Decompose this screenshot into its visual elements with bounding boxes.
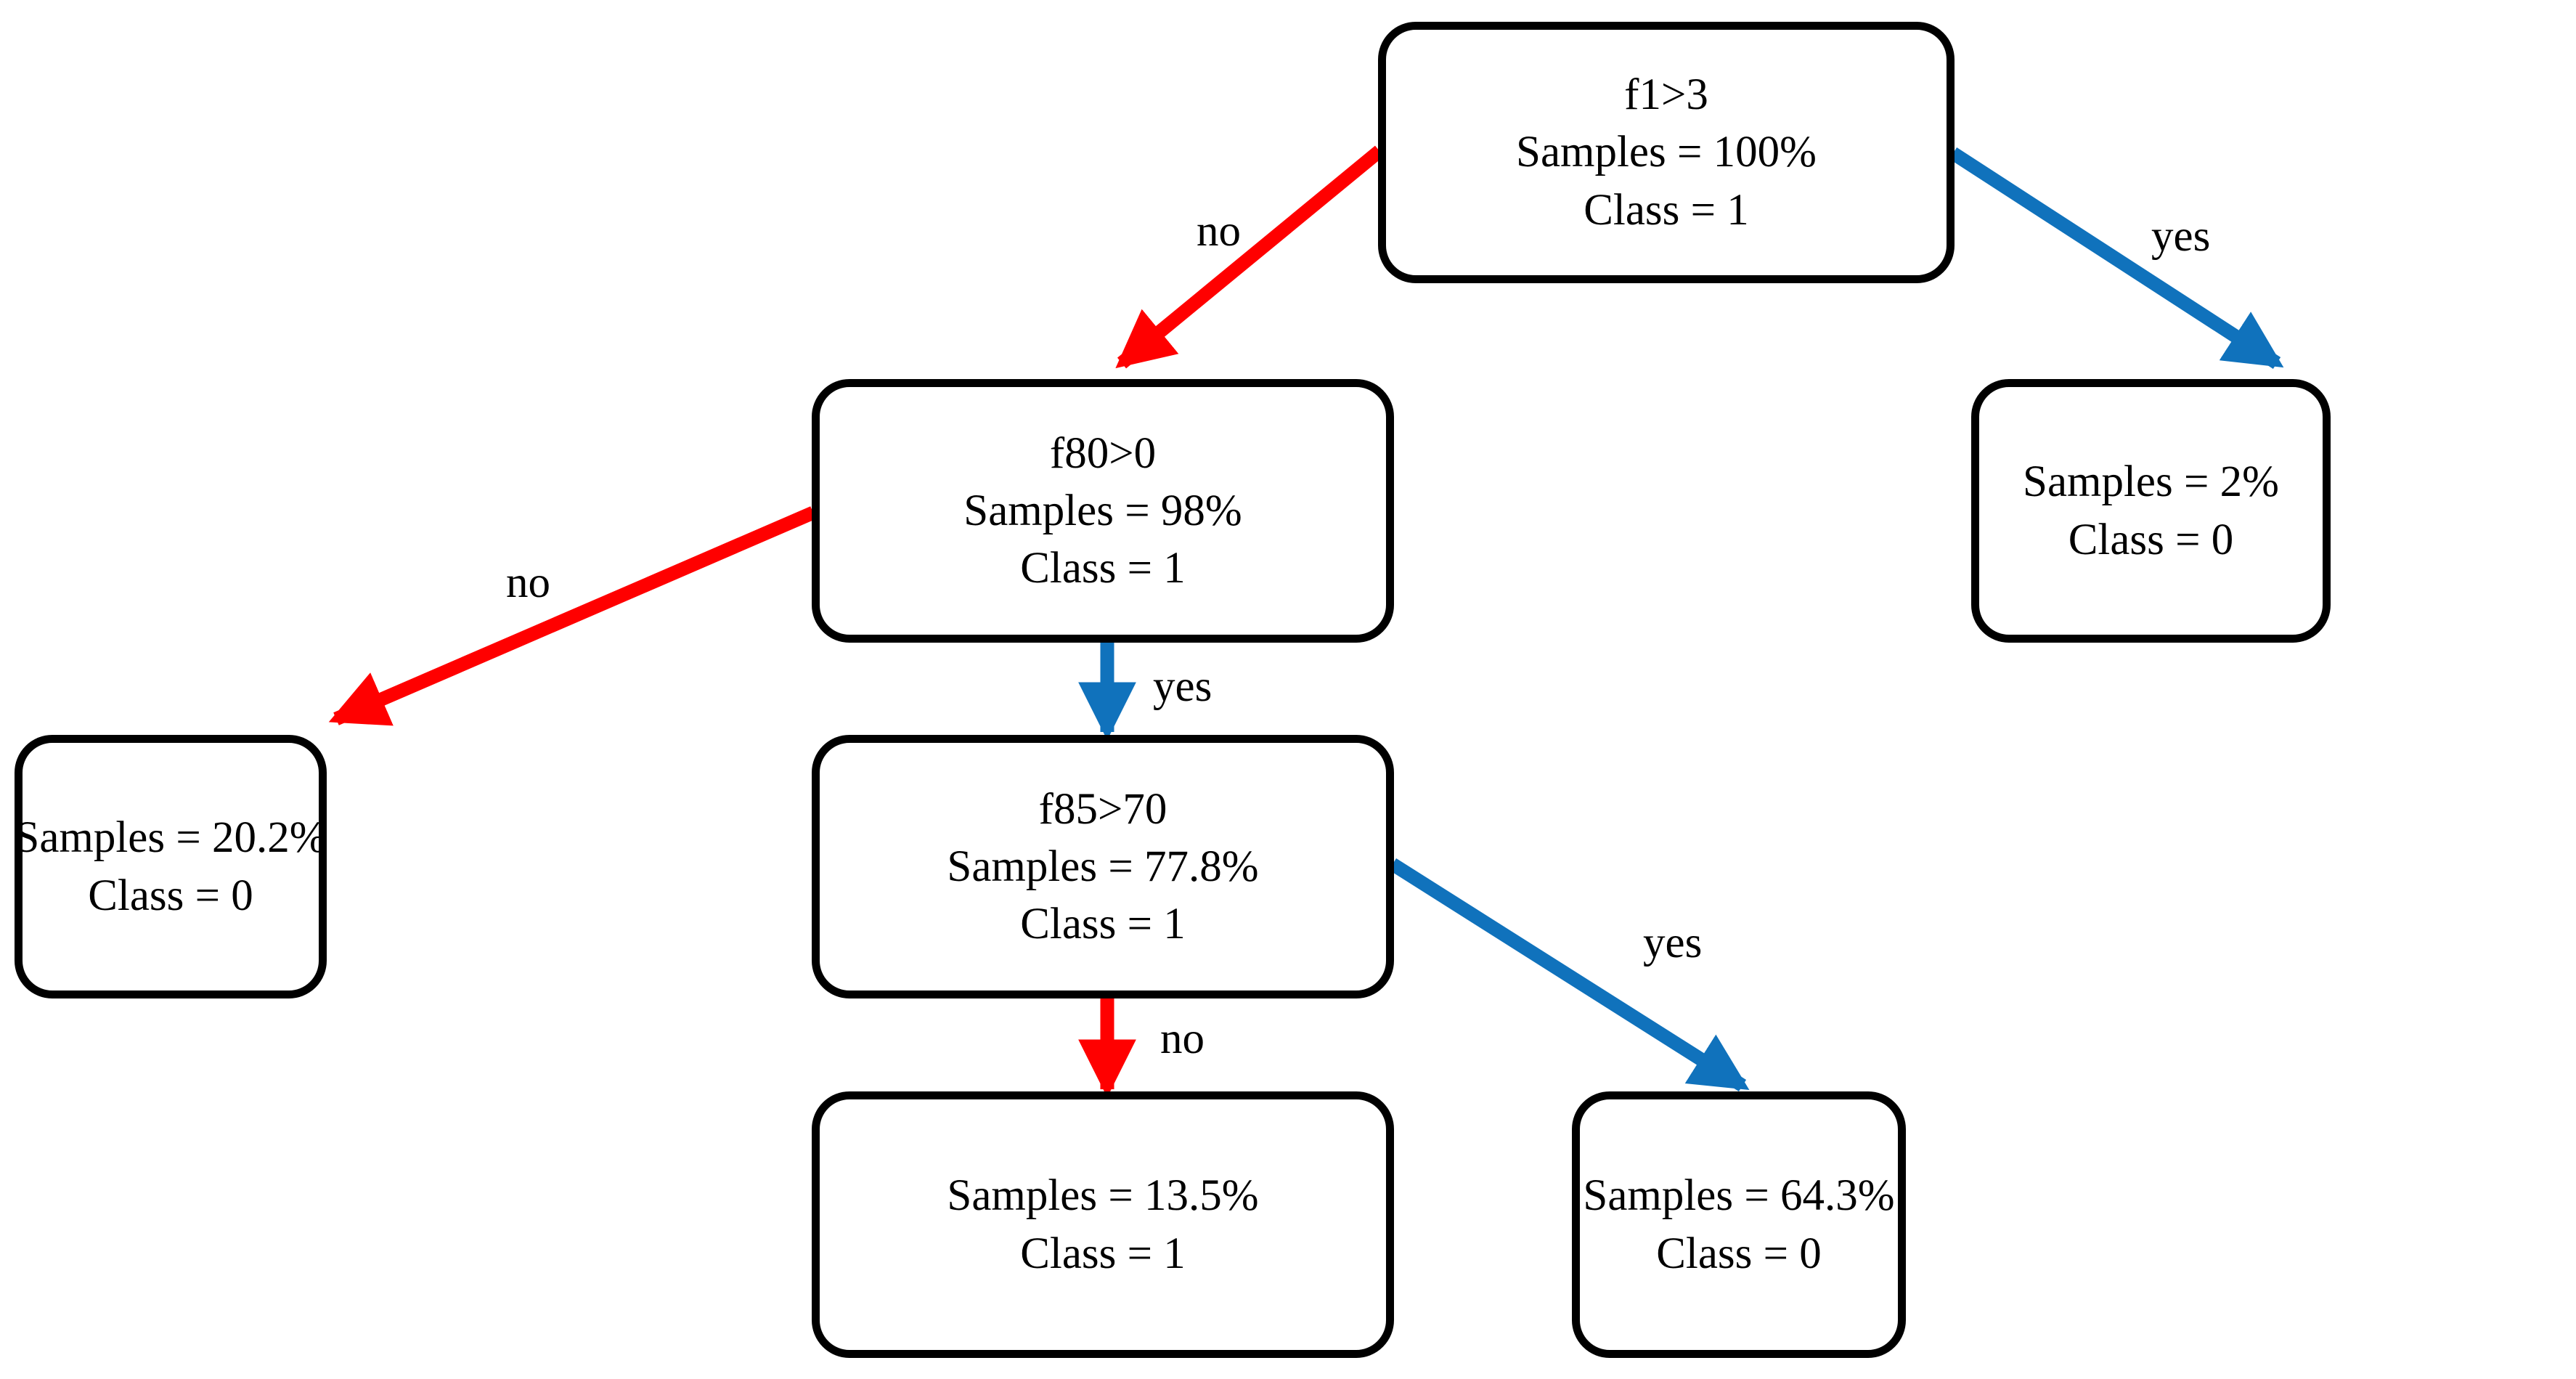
node-class: Class = 0 [2068,515,2234,564]
node-leaf-2pct[interactable]: Samples = 2% Class = 0 [1971,379,2331,643]
node-class: Class = 1 [1020,1229,1186,1278]
node-samples: Samples = 13.5% [947,1171,1259,1221]
edge-label-f85-yes: yes [1643,919,1703,967]
node-leaf-20-2pct[interactable]: Samples = 20.2% Class = 0 [15,735,327,998]
edge-label-f80-no: no [506,558,550,607]
node-class: Class = 1 [1020,544,1186,593]
node-condition: f80>0 [1049,428,1157,478]
edge-f80-no [328,506,816,726]
node-samples: Samples = 98% [963,486,1242,535]
edge-f85-yes [1388,858,1750,1092]
edge-label-f80-yes: yes [1153,662,1212,711]
edge-label-f85-no: no [1160,1014,1205,1063]
node-samples: Samples = 100% [1516,128,1817,177]
node-f80[interactable]: f80>0 Samples = 98% Class = 1 [812,379,1394,643]
node-class: Class = 1 [1583,185,1749,235]
edge-root-no [1115,145,1385,369]
node-class: Class = 0 [1656,1229,1822,1278]
node-leaf-64-3pct[interactable]: Samples = 64.3% Class = 0 [1572,1091,1906,1358]
node-leaf-13-5pct[interactable]: Samples = 13.5% Class = 1 [812,1091,1394,1358]
edge-label-root-yes: yes [2151,212,2211,261]
edge-label-root-no: no [1197,207,1241,256]
node-samples: Samples = 2% [2023,457,2279,507]
node-samples: Samples = 64.3% [1583,1171,1895,1221]
node-class: Class = 0 [88,871,253,920]
node-condition: f1>3 [1624,70,1708,120]
node-samples: Samples = 20.2% [15,813,327,863]
node-condition: f85>70 [1038,784,1167,834]
node-samples: Samples = 77.8% [947,842,1259,891]
node-root[interactable]: f1>3 Samples = 100% Class = 1 [1378,22,1955,283]
edge-root-yes [1949,147,2284,369]
node-f85[interactable]: f85>70 Samples = 77.8% Class = 1 [812,735,1394,998]
node-class: Class = 1 [1020,900,1186,949]
